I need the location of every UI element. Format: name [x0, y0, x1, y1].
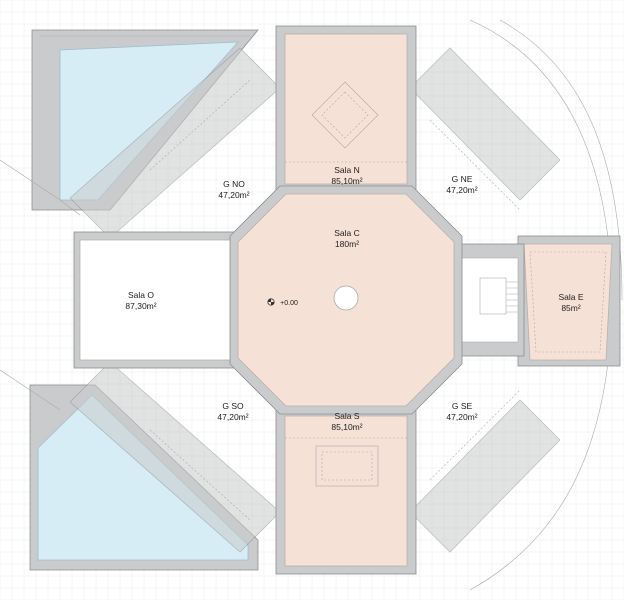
label-g-so-area: 47,20m² — [217, 412, 248, 422]
label-sala-s-name: Sala S — [334, 411, 359, 421]
label-g-ne-area: 47,20m² — [446, 185, 477, 195]
label-g-ne-name: G NE — [452, 174, 473, 184]
label-g-se-area: 47,20m² — [446, 412, 477, 422]
label-sala-n-area: 85,10m² — [331, 176, 362, 186]
diagonal-arm-sw — [69, 361, 281, 553]
label-sala-s-area: 85,10m² — [331, 422, 362, 432]
label-sala-n-name: Sala N — [334, 165, 360, 175]
label-sala-o-name: Sala O — [128, 290, 154, 300]
room-sala-s — [275, 407, 417, 575]
label-sala-c-area: 180m² — [335, 239, 359, 249]
label-level-mark: +0.00 — [280, 300, 298, 307]
pool-nw — [0, 29, 259, 216]
stair-connector — [455, 243, 525, 357]
diagonal-arm-se — [409, 389, 561, 553]
room-sala-e — [517, 235, 621, 367]
label-sala-c-name: Sala C — [334, 228, 360, 238]
pool-sw — [0, 369, 259, 571]
diagonal-arm-ne — [409, 47, 561, 211]
label-g-no-area: 47,20m² — [218, 190, 249, 200]
label-sala-e-name: Sala E — [558, 292, 583, 302]
label-g-no-name: G NO — [223, 179, 245, 189]
level-marker-icon — [267, 298, 275, 306]
room-sala-o — [73, 231, 243, 369]
label-g-so-name: G SO — [222, 401, 244, 411]
room-sala-c — [229, 185, 463, 415]
label-sala-e-area: 85m² — [561, 303, 581, 313]
room-labels: Sala C 180m² Sala N 85,10m² Sala S 85,10… — [125, 165, 583, 432]
central-oculus — [333, 285, 359, 311]
label-sala-o-area: 87,30m² — [125, 301, 156, 311]
label-g-se-name: G SE — [452, 401, 473, 411]
